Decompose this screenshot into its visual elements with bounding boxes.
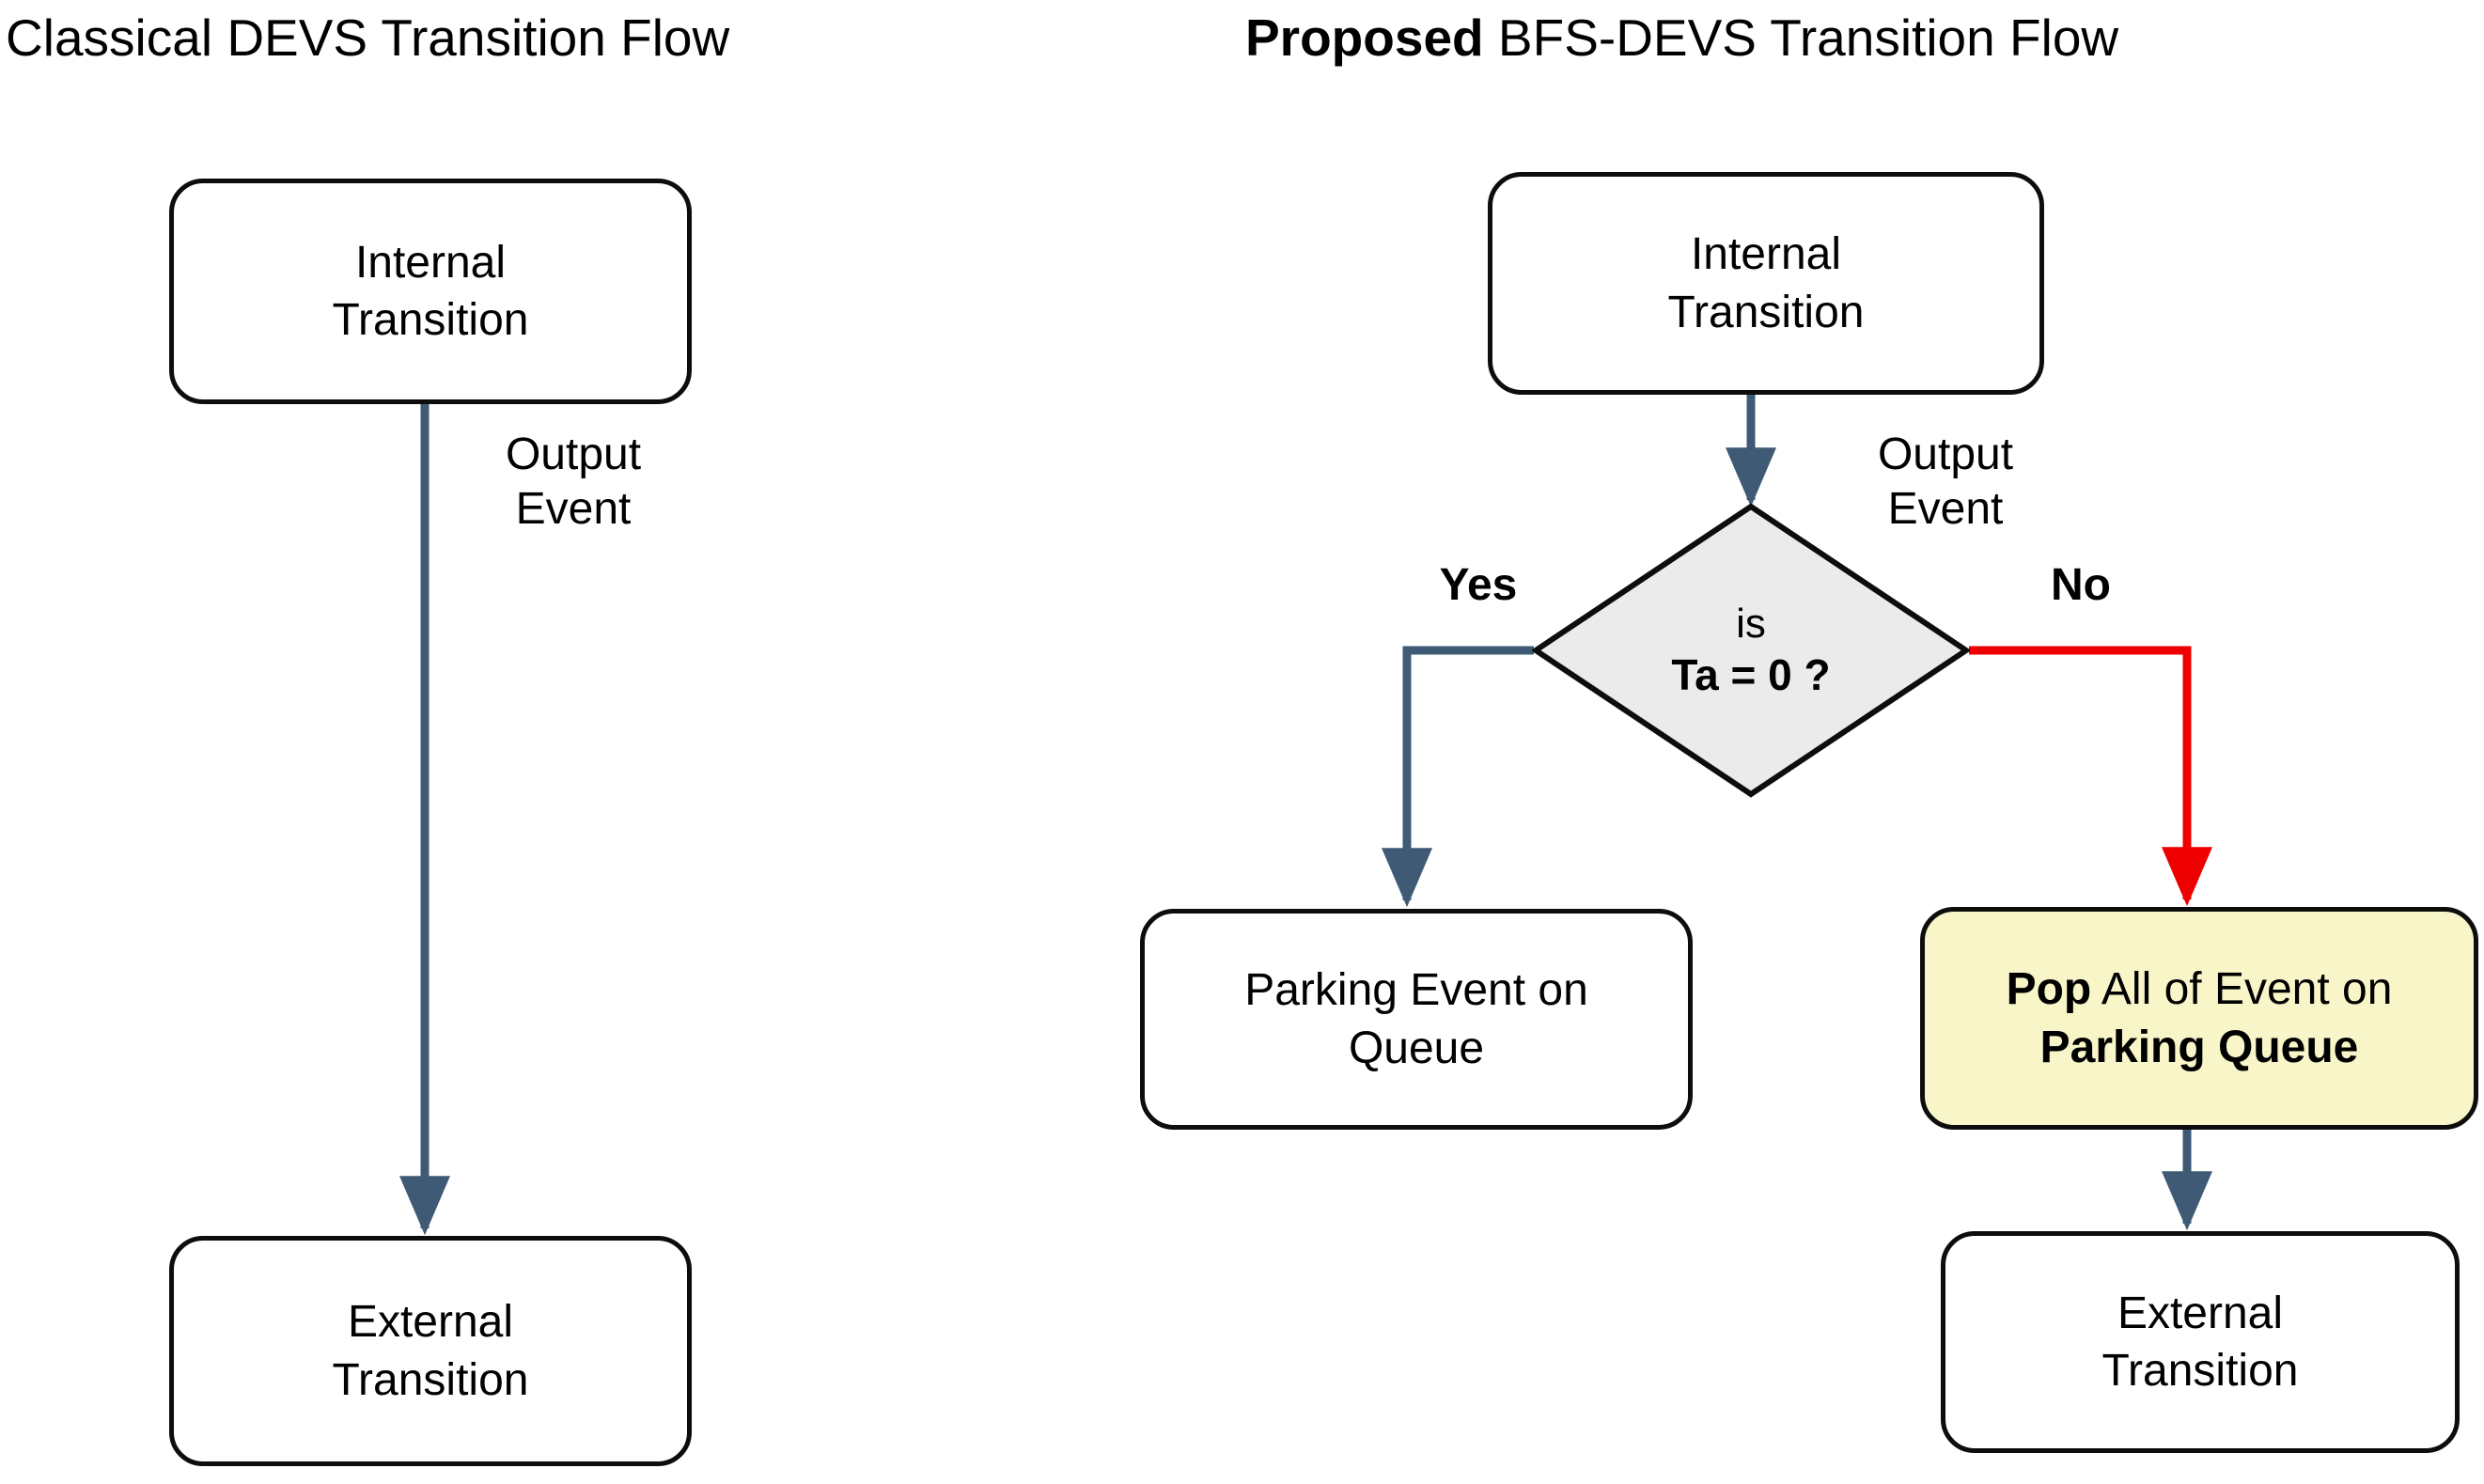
node-left-external-transition-label: External Transition: [333, 1293, 529, 1409]
label-line-2: Transition: [332, 1354, 529, 1405]
label-line-1: Internal: [354, 237, 507, 288]
node-pop-event-label: Pop All of Event on Parking Queue: [2007, 961, 2393, 1076]
edge-label-right-output-event: Output Event: [1833, 428, 2058, 536]
edge-label-line-1: Output: [1877, 430, 2014, 479]
label-line-2-bold: Parking Queue: [2039, 1022, 2359, 1072]
node-left-external-transition[interactable]: External Transition: [169, 1236, 692, 1466]
label-line-1-rest: All of Event on: [2091, 964, 2393, 1015]
edge-decision-yes-to-parking: [1382, 646, 1534, 908]
label-line-1: External: [347, 1297, 514, 1348]
edge-label-no: No: [2051, 558, 2182, 613]
node-left-internal-transition[interactable]: Internal Transition: [169, 179, 692, 404]
decision-label-line-2: Ta = 0 ?: [1671, 649, 1831, 699]
label-line-1: Parking Event on: [1244, 965, 1588, 1016]
edge-label-line-1: Output: [505, 430, 642, 479]
decision-label-line-1: is: [1736, 601, 1766, 647]
decision-ta-equals-zero[interactable]: is Ta = 0 ?: [1530, 503, 1972, 798]
label-line-2: Transition: [332, 295, 529, 345]
node-parking-event-on-queue[interactable]: Parking Event on Queue: [1140, 909, 1693, 1130]
node-parking-event-label: Parking Event on Queue: [1244, 961, 1588, 1077]
edge-label-yes-text: Yes: [1439, 560, 1518, 610]
node-pop-all-of-event-on-parking-queue[interactable]: Pop All of Event on Parking Queue: [1920, 907, 2478, 1130]
right-title-bold: Proposed: [1245, 8, 1484, 67]
node-left-internal-transition-label: Internal Transition: [333, 234, 529, 350]
node-right-internal-transition[interactable]: Internal Transition: [1488, 172, 2044, 395]
edge-label-line-2: Event: [1887, 483, 2004, 534]
right-title-rest: BFS-DEVS Transition Flow: [1483, 8, 2119, 67]
edge-label-line-2: Event: [515, 483, 632, 534]
edge-label-left-output-event: Output Event: [461, 428, 686, 536]
label-line-2: Transition: [2101, 1346, 2299, 1396]
node-right-external-transition[interactable]: External Transition: [1941, 1231, 2460, 1453]
edge-label-no-text: No: [2051, 560, 2111, 610]
edge-label-yes: Yes: [1408, 558, 1549, 613]
label-line-2: Transition: [1667, 287, 1865, 337]
label-line-2: Queue: [1348, 1023, 1485, 1073]
node-right-external-transition-label: External Transition: [2102, 1285, 2299, 1400]
edge-decision-no-to-pop: [1969, 646, 2212, 907]
left-panel-title: Classical DEVS Transition Flow: [6, 9, 729, 67]
label-line-1: External: [2117, 1288, 2284, 1338]
label-line-1: Internal: [1690, 229, 1842, 280]
right-panel-title: Proposed BFS-DEVS Transition Flow: [1245, 9, 2118, 67]
label-line-1-bold: Pop: [2006, 964, 2092, 1015]
node-right-internal-transition-label: Internal Transition: [1668, 226, 1865, 341]
left-title-text: Classical DEVS Transition Flow: [6, 8, 730, 67]
decision-label: is Ta = 0 ?: [1532, 503, 1970, 798]
decision-diamond-shape: [1530, 503, 1972, 798]
